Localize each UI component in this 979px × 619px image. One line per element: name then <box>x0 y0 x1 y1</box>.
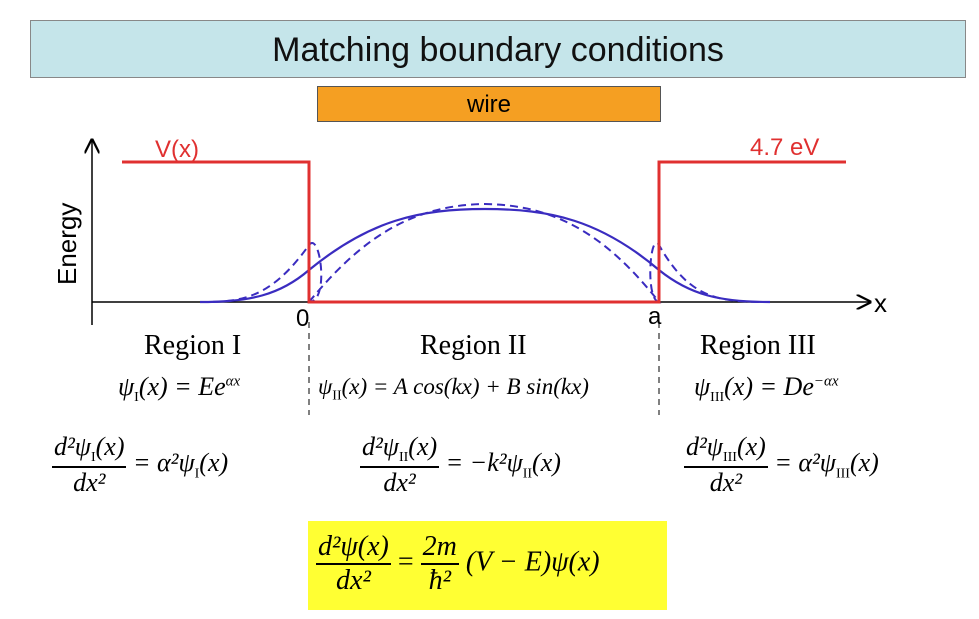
y-axis-label: Energy <box>52 202 82 285</box>
origin-label: 0 <box>296 305 310 332</box>
psi-1-equation: ψI(x) = Eeαx <box>118 372 241 406</box>
ode-region-3: d²ψIII(x)dx² = α²ψIII(x) <box>684 432 879 498</box>
ode-region-2: d²ψII(x)dx² = −k²ψII(x) <box>360 432 561 498</box>
slide-title: Matching boundary conditions <box>30 20 966 78</box>
a-label: a <box>648 303 662 330</box>
psi-2-equation: ψII(x) = A cos(kx) + B sin(kx) <box>318 374 589 404</box>
barrier-height-label: 4.7 eV <box>750 134 820 161</box>
potential-label: V(x) <box>155 136 199 163</box>
psi-3-equation: ψIII(x) = De−αx <box>694 372 839 406</box>
potential-line <box>122 160 846 304</box>
ode-region-1: d²ψI(x)dx² = α²ψI(x) <box>52 432 229 498</box>
region-3-label: Region III <box>700 330 816 361</box>
x-axis-label: x <box>874 288 887 318</box>
wavefunction-solid <box>199 207 771 304</box>
region-2-label: Region II <box>420 330 527 361</box>
region-1-label: Region I <box>144 330 242 361</box>
wire-label: wire <box>317 86 661 122</box>
